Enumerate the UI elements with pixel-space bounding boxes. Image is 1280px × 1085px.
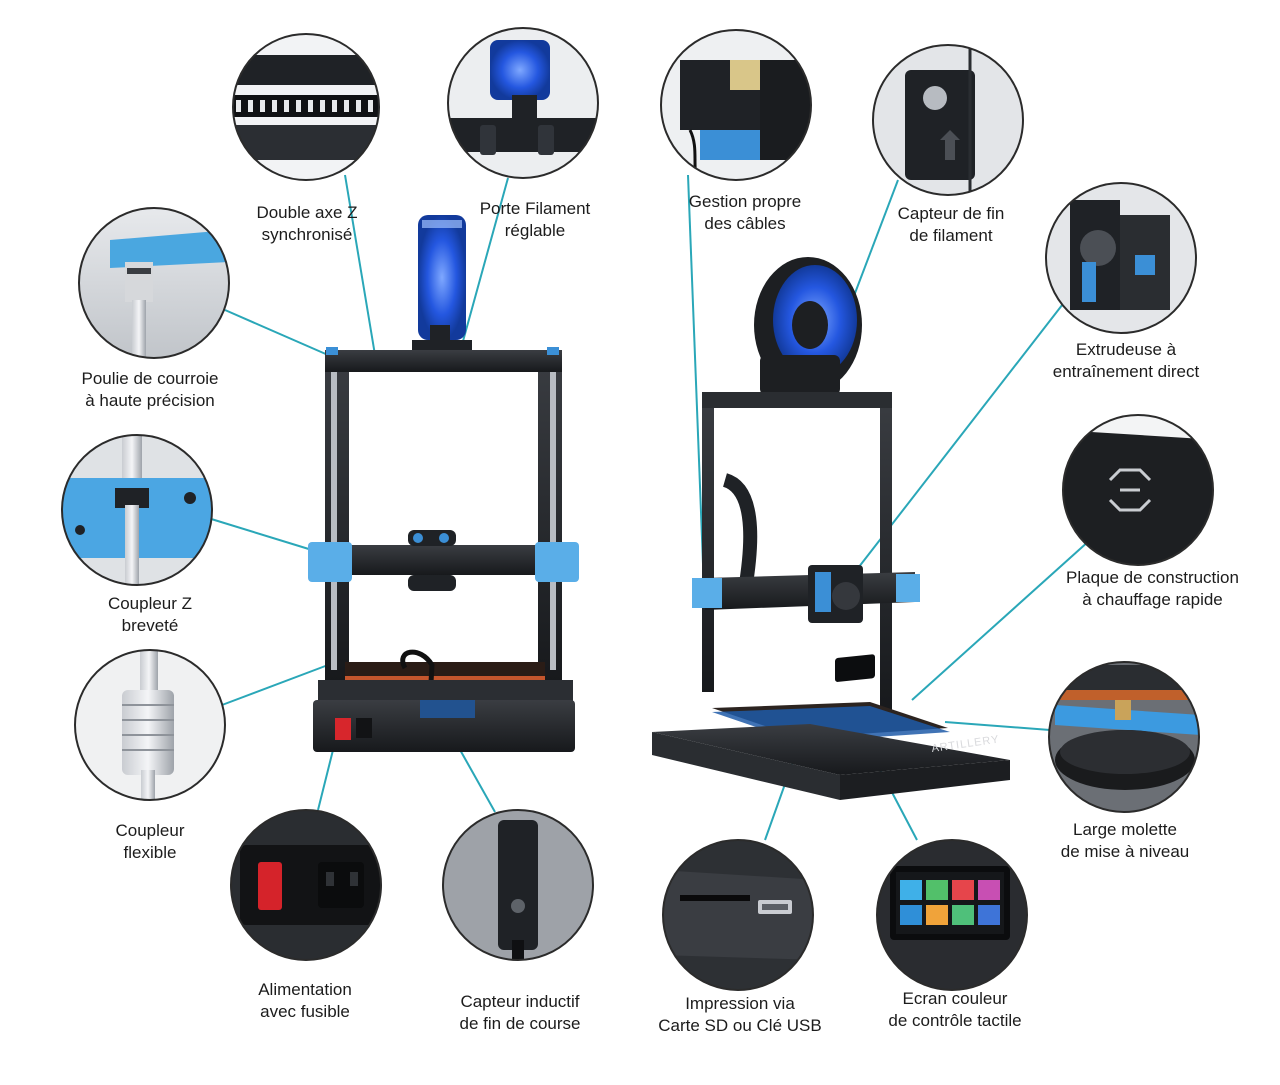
endstop-sensor-closeup-icon [442, 809, 594, 961]
callout-line-gestion-cables [687, 174, 705, 591]
label-molette: Large molette de mise à niveau [1060, 820, 1190, 861]
label-double-axe-z: Double axe Z synchronisé [256, 203, 358, 244]
callout-line-plaque [911, 539, 1091, 701]
label-coupleur-flexible: Coupleur flexible [115, 821, 185, 862]
printer-brand-text: ARTILLERY [931, 734, 1001, 755]
callout-line-double-axe-z [344, 174, 376, 356]
label-gestion-cables: Gestion propre des câbles [688, 192, 802, 233]
callout-line-porte-filament [459, 177, 509, 353]
printer-side-view: ARTILLERY [652, 257, 1010, 800]
label-impression-sd: Impression via Carte SD ou Clé USB [658, 994, 822, 1035]
label-ecran: Ecran couleur de contrôle tactile [888, 989, 1022, 1030]
leveling-knob-closeup-icon [1048, 661, 1200, 813]
callout-line-coupleur-flexible [221, 664, 329, 706]
label-plaque: Plaque de construction à chauffage rapid… [1066, 568, 1239, 609]
printer-front-view [308, 215, 579, 752]
spool-holder-closeup-icon [447, 27, 599, 179]
pulley-closeup-icon [78, 207, 230, 359]
sd-usb-slot-closeup-icon [662, 839, 814, 991]
label-poulie: Poulie de courroie à haute précision [81, 369, 219, 410]
filament-sensor-closeup-icon [872, 44, 1024, 196]
label-capteur-filament: Capteur de fin de filament [897, 204, 1005, 245]
label-porte-filament: Porte Filament réglable [479, 199, 591, 240]
callout-line-molette [944, 721, 1051, 731]
filament-spool-side [754, 257, 862, 395]
callout-line-poulie [224, 309, 329, 356]
extruder-closeup-icon [1045, 182, 1197, 334]
belt-closeup-icon [232, 33, 380, 181]
label-extrudeuse: Extrudeuse à entraînement direct [1052, 340, 1200, 381]
label-capteur-inductif: Capteur inductif de fin de course [459, 992, 581, 1033]
label-alimentation: Alimentation avec fusible [258, 980, 352, 1021]
power-switch-closeup-icon [230, 809, 382, 961]
build-plate-closeup-icon [1062, 414, 1214, 566]
label-coupleur-z: Coupleur Z breveté [107, 594, 193, 635]
cable-board-closeup-icon [660, 29, 812, 181]
filament-spool-front [412, 215, 472, 350]
touchscreen-closeup-icon [876, 839, 1028, 991]
callout-line-coupleur-z [207, 517, 313, 551]
flexible-coupler-closeup-icon [74, 649, 226, 801]
z-coupler-closeup-icon [61, 434, 213, 586]
